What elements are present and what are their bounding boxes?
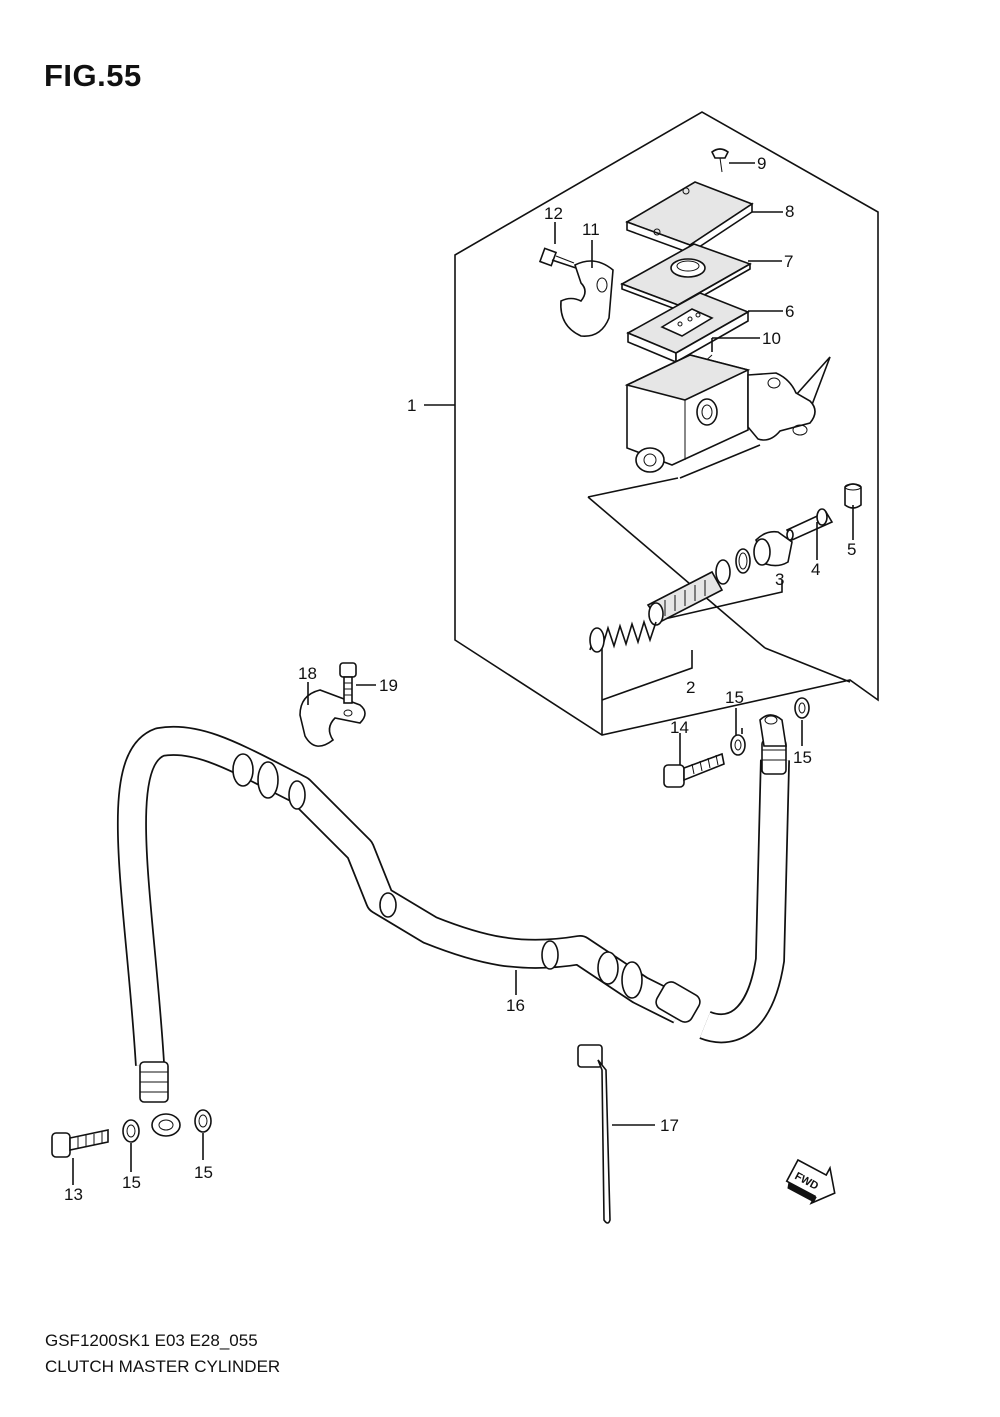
exploded-guide-2 <box>587 477 679 498</box>
callout-15-top: 15 <box>725 688 744 707</box>
bolt-part-13 <box>51 1129 109 1158</box>
piston-kit-part-3 <box>646 530 793 626</box>
master-cylinder-body-part-1 <box>624 354 816 473</box>
lever-guide <box>795 356 831 411</box>
screw-part-9 <box>710 148 730 173</box>
bolt-part-12 <box>538 247 577 269</box>
piston-bracket-top <box>659 580 783 621</box>
callout-3: 3 <box>775 570 784 589</box>
callout-18: 18 <box>298 664 317 683</box>
callout-12: 12 <box>544 204 563 223</box>
assembly-outline <box>454 111 879 736</box>
reservoir-cap-part-8 <box>625 181 754 255</box>
clutch-hose-part-16 <box>116 714 790 1137</box>
callout-10: 10 <box>762 329 781 348</box>
washer-part-15-d <box>194 1109 212 1133</box>
washer-part-15-a <box>730 734 746 756</box>
spring-part-2 <box>589 619 657 653</box>
exploded-guide-1 <box>587 496 766 649</box>
figure-title: FIG.55 <box>44 58 142 93</box>
callout-2: 2 <box>686 678 695 697</box>
callout-6: 6 <box>785 302 794 321</box>
callout-14: 14 <box>670 718 689 737</box>
callout-13: 13 <box>64 1185 83 1204</box>
cap-part-5 <box>844 483 862 509</box>
callout-11: 11 <box>582 220 600 239</box>
callout-5: 5 <box>847 540 856 559</box>
callout-15-mid: 15 <box>194 1163 213 1182</box>
bolt-part-19 <box>339 662 357 704</box>
footer-model-code: GSF1200SK1 E03 E28_055 <box>45 1331 258 1350</box>
washer-part-15-b <box>794 697 810 719</box>
callout-15-left: 15 <box>122 1173 141 1192</box>
callout-15-right: 15 <box>793 748 812 767</box>
push-rod-part-4 <box>785 508 834 542</box>
footer-diagram-name: CLUTCH MASTER CYLINDER <box>45 1357 281 1376</box>
exploded-guide-3 <box>764 647 851 683</box>
callout-leaders <box>72 162 854 1185</box>
callout-4: 4 <box>811 560 820 579</box>
clamp-part-18 <box>299 689 366 747</box>
fwd-arrow-icon: FWD <box>785 1158 836 1205</box>
callout-9: 9 <box>757 154 766 173</box>
callout-8: 8 <box>785 202 794 221</box>
cable-tie-part-17 <box>577 1044 611 1224</box>
diaphragm-part-6 <box>626 292 750 364</box>
piston-bracket-bottom <box>601 650 693 701</box>
callout-7: 7 <box>784 252 793 271</box>
callout-16: 16 <box>506 996 525 1015</box>
callout-19: 19 <box>379 676 398 695</box>
body-guide <box>679 444 761 479</box>
callout-17: 17 <box>660 1116 679 1135</box>
bolt-part-14 <box>663 752 725 788</box>
clamp-part-11 <box>560 260 614 337</box>
callout-1: 1 <box>407 396 416 415</box>
washer-part-15-c <box>122 1119 140 1143</box>
